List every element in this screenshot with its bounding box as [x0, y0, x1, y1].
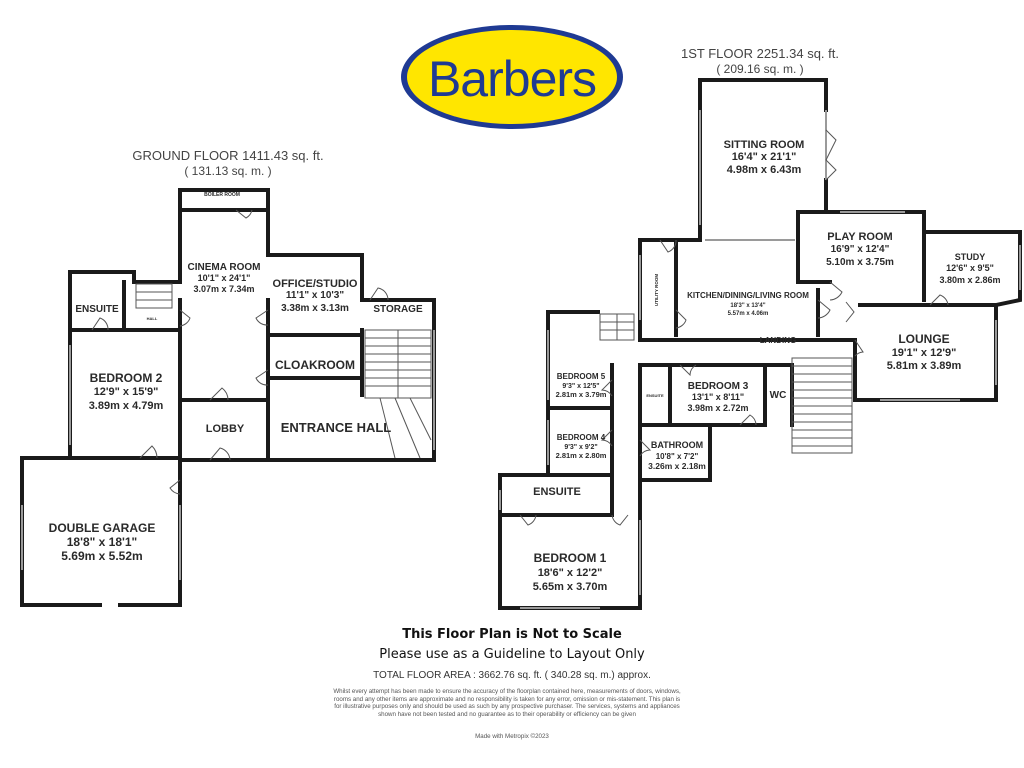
lobby-label: LOBBY — [206, 423, 245, 435]
ensuite-ground-label: ENSUITE — [75, 304, 119, 315]
bedroom2-metric: 3.89m x 4.79m — [89, 400, 164, 412]
play-room-metric: 5.10m x 3.75m — [826, 257, 894, 268]
bedroom3-metric: 3.98m x 2.72m — [687, 403, 748, 413]
first-floor-windows — [499, 110, 1021, 609]
bedroom3-name: BEDROOM 3 — [688, 381, 749, 392]
ensuite-small-label: ENSUITE — [646, 393, 664, 398]
garage-imperial: 18'8" x 18'1" — [67, 535, 137, 549]
bedroom2-imperial: 12'9" x 15'9" — [94, 386, 159, 398]
storage-label: STORAGE — [373, 304, 423, 315]
cinema-room-imperial: 10'1" x 24'1" — [198, 273, 251, 283]
entrance-hall-label: ENTRANCE HALL — [281, 420, 392, 435]
ground-floor-title: GROUND FLOOR 1411.43 sq. ft. — [132, 148, 323, 163]
bathroom-imperial: 10'8" x 7'2" — [656, 452, 699, 461]
first-doors — [519, 129, 949, 526]
utility-room-label: UTILITY ROOM — [654, 274, 659, 306]
bedroom5-name: BEDROOM 5 — [557, 372, 606, 381]
total-floor-area: TOTAL FLOOR AREA : 3662.76 sq. ft. ( 340… — [373, 670, 651, 681]
study-imperial: 12'6" x 9'5" — [946, 263, 994, 273]
kitchen-name: KITCHEN/DINING/LIVING ROOM — [687, 291, 809, 300]
made-with-credit: Made with Metropix ©2023 — [475, 733, 549, 740]
study-metric: 3.80m x 2.86m — [939, 275, 1000, 285]
play-room-name: PLAY ROOM — [827, 231, 892, 243]
ground-stairs — [135, 283, 432, 459]
study-name: STUDY — [955, 252, 986, 262]
play-room-imperial: 16'9" x 12'4" — [831, 244, 890, 255]
kitchen-metric: 5.57m x 4.06m — [728, 311, 769, 317]
wc-label: WC — [770, 390, 787, 401]
first-floor-title: 1ST FLOOR 2251.34 sq. ft. — [681, 46, 839, 61]
bedroom4-metric: 2.81m x 2.80m — [556, 451, 607, 460]
cinema-room-metric: 3.07m x 7.34m — [193, 284, 254, 294]
ground-doors — [91, 209, 389, 495]
hall-label: HALL — [147, 316, 158, 321]
bathroom-metric: 3.26m x 2.18m — [648, 461, 706, 471]
cinema-room-name: CINEMA ROOM — [188, 262, 261, 273]
sitting-room-metric: 4.98m x 6.43m — [727, 164, 802, 176]
bedroom1-metric: 5.65m x 3.70m — [533, 581, 608, 593]
ground-floor-subtitle: ( 131.13 sq. m. ) — [184, 164, 271, 178]
bedroom3-imperial: 13'1" x 8'11" — [692, 392, 744, 402]
bedroom5-metric: 2.81m x 3.79m — [556, 390, 607, 399]
first-stairs — [599, 313, 853, 454]
not-to-scale-notice: This Floor Plan is Not to Scale — [402, 627, 622, 642]
lounge-metric: 5.81m x 3.89m — [887, 360, 962, 372]
barbers-logo: Barbers — [401, 25, 623, 129]
lounge-imperial: 19'1" x 12'9" — [892, 347, 957, 359]
disclaimer-text: Whilst every attempt has been made to en… — [333, 688, 681, 718]
sitting-room-name: SITTING ROOM — [724, 139, 805, 151]
bedroom4-name: BEDROOM 4 — [557, 433, 606, 442]
office-metric: 3.38m x 3.13m — [281, 303, 349, 314]
logo-text: Barbers — [428, 51, 596, 107]
bedroom2-name: BEDROOM 2 — [90, 371, 163, 385]
boiler-room-label: BOILER ROOM — [204, 192, 240, 198]
garage-name: DOUBLE GARAGE — [49, 521, 156, 535]
bedroom4-imperial: 9'3" x 9'2" — [564, 444, 597, 451]
bedroom1-imperial: 18'6" x 12'2" — [538, 567, 603, 579]
office-imperial: 11'1" x 10'3" — [286, 290, 344, 301]
bedroom1-name: BEDROOM 1 — [534, 551, 607, 565]
cloakroom-label: CLOAKROOM — [275, 358, 355, 372]
bedroom5-imperial: 9'3" x 12'5" — [562, 383, 599, 390]
ground-floor-windows — [21, 330, 435, 580]
office-name: OFFICE/STUDIO — [273, 278, 358, 290]
lounge-name: LOUNGE — [898, 332, 949, 346]
sitting-room-imperial: 16'4" x 21'1" — [732, 151, 797, 163]
guideline-notice: Please use as a Guideline to Layout Only — [379, 647, 645, 662]
kitchen-imperial: 18'3" x 13'4" — [730, 303, 765, 309]
bathroom-name: BATHROOM — [651, 440, 703, 450]
landing-label: LANDING — [760, 336, 796, 345]
ensuite1-label: ENSUITE — [533, 486, 581, 498]
first-floor-subtitle: ( 209.16 sq. m. ) — [716, 62, 803, 76]
garage-metric: 5.69m x 5.52m — [61, 549, 142, 563]
